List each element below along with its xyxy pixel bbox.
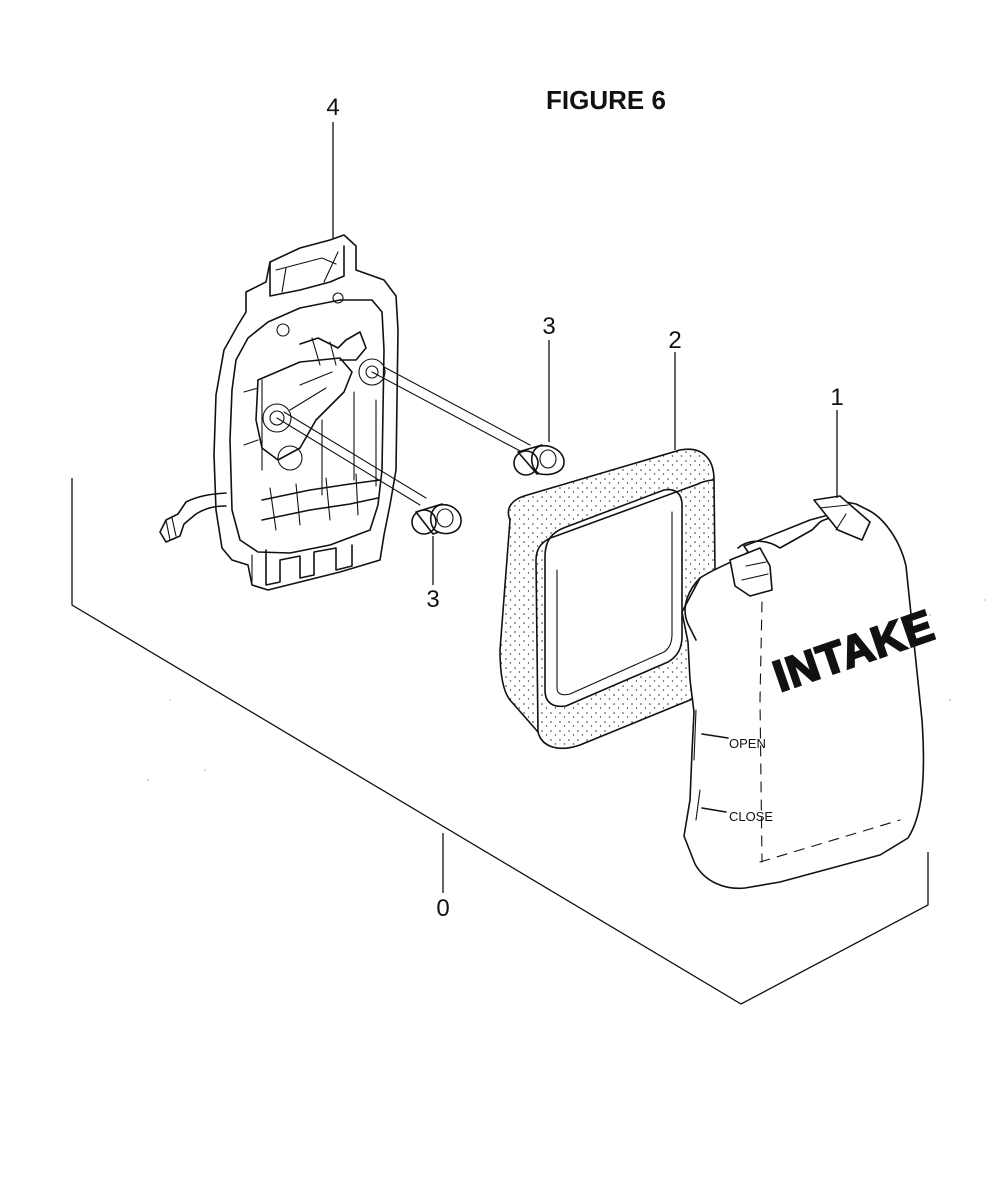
foam-filter-element: [499, 448, 717, 749]
callout-2: 2: [668, 327, 681, 354]
callout-4: 4: [326, 94, 339, 121]
collar-upper: [513, 444, 565, 476]
figure-title: FIGURE 6: [546, 85, 666, 115]
air-cleaner-cover: INTAKE OPEN CLOSE: [681, 495, 942, 890]
collar-lower: [411, 503, 462, 535]
callout-0: 0: [436, 895, 449, 922]
choke-open-label: OPEN: [729, 736, 766, 751]
scan-specks: [147, 599, 986, 781]
assembly-bracket: [71, 478, 929, 1005]
air-cleaner-base: [159, 234, 531, 591]
choke-close-label: CLOSE: [729, 809, 773, 824]
callout-3-upper: 3: [542, 313, 555, 340]
callout-1: 1: [830, 384, 843, 411]
callout-3-lower: 3: [426, 586, 439, 613]
